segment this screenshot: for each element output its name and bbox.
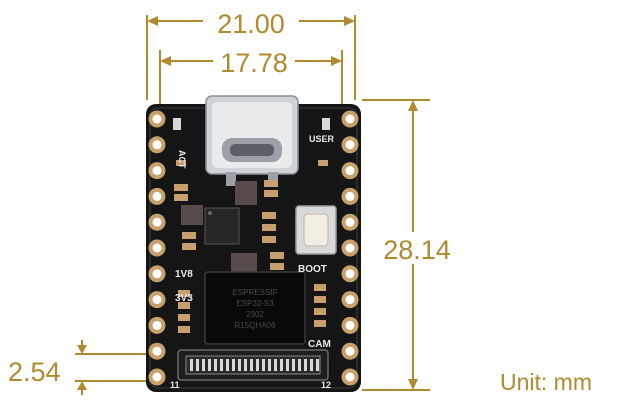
- left-pad: [148, 291, 166, 309]
- height-label: 28.14: [383, 235, 451, 265]
- boot-label: BOOT: [298, 264, 327, 275]
- pin-pitch-label: 2.54: [8, 357, 61, 387]
- pin-span-label: 17.78: [220, 48, 288, 78]
- unit-label: Unit: mm: [500, 369, 592, 395]
- left-pad: [148, 110, 166, 128]
- camera-connector: [177, 349, 329, 381]
- fpc-contact: [226, 359, 229, 371]
- fpc-contact: [286, 359, 289, 371]
- fpc-contact: [208, 359, 211, 371]
- left-pad: [148, 187, 166, 205]
- right-pad: [341, 213, 359, 231]
- right-pad-column: [341, 110, 359, 386]
- fpc-contact: [190, 359, 193, 371]
- left-pad: [148, 213, 166, 231]
- right-pad: [341, 368, 359, 386]
- fpc-contact: [250, 359, 253, 371]
- dim-pin-pitch: [75, 340, 150, 395]
- left-pad: [148, 265, 166, 283]
- fpc-contact: [268, 359, 271, 371]
- fpc-contact: [298, 359, 301, 371]
- left-pad: [148, 316, 166, 334]
- right-pad: [341, 239, 359, 257]
- chip-marking-line-2: ESP32-S3: [236, 299, 274, 308]
- fpc-contact: [280, 359, 283, 371]
- boot-button: [295, 205, 337, 255]
- left-pad: [148, 162, 166, 180]
- fpc-contact: [202, 359, 205, 371]
- fpc-contact: [196, 359, 199, 371]
- fpc-contact: [232, 359, 235, 371]
- right-pad: [341, 136, 359, 154]
- component-cluster: [173, 118, 330, 333]
- fpc-contact: [244, 359, 247, 371]
- camera-connector-pins: [190, 359, 319, 371]
- chip-marking-line-3: 2302: [246, 310, 264, 319]
- small-ic: [204, 207, 240, 245]
- fpc-contact: [316, 359, 319, 371]
- fpc-contact: [220, 359, 223, 371]
- left-pad: [148, 239, 166, 257]
- pin-11-label: 11: [170, 380, 180, 390]
- fpc-contact: [262, 359, 265, 371]
- right-pad: [341, 187, 359, 205]
- chip-marking-line-4: R15QHA06: [235, 321, 276, 330]
- right-pad: [341, 110, 359, 128]
- act-label: ACT: [177, 150, 187, 169]
- right-pad: [341, 316, 359, 334]
- fpc-contact: [274, 359, 277, 371]
- main-chip: ESPRESSIF ESP32-S3 2302 R15QHA06: [204, 271, 306, 345]
- right-pad: [341, 162, 359, 180]
- fpc-contact: [238, 359, 241, 371]
- right-pad: [341, 342, 359, 360]
- user-label: USER: [309, 134, 335, 144]
- left-pad: [148, 368, 166, 386]
- 1v8-label: 1V8: [175, 269, 193, 280]
- left-pad-column: [148, 110, 166, 386]
- 3v3-label: 3V3: [175, 293, 193, 304]
- left-pad: [148, 136, 166, 154]
- fpc-contact: [304, 359, 307, 371]
- right-pad: [341, 265, 359, 283]
- fpc-contact: [256, 359, 259, 371]
- chip-marking-line-1: ESPRESSIF: [233, 288, 278, 297]
- overall-width-label: 21.00: [217, 9, 285, 39]
- usb-c-connector: [205, 95, 299, 186]
- fpc-contact: [292, 359, 295, 371]
- cam-label: CAM: [308, 339, 331, 350]
- fpc-contact: [310, 359, 313, 371]
- right-pad: [341, 291, 359, 309]
- pin-12-label: 12: [321, 380, 331, 390]
- fpc-contact: [214, 359, 217, 371]
- left-pad: [148, 342, 166, 360]
